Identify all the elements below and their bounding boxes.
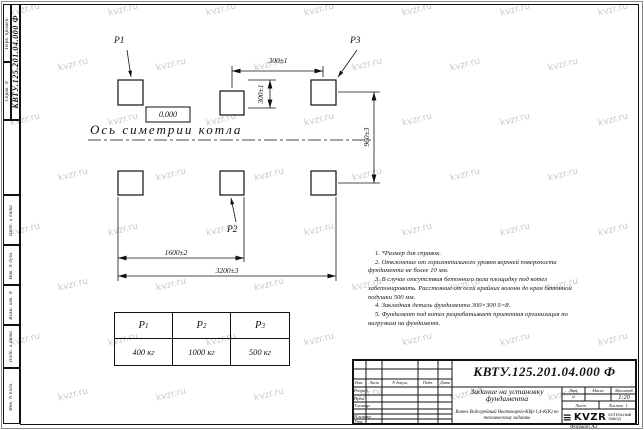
foundation-pad-p2 [219,170,245,196]
note-4: 4. Закладная деталь фундамента 300×300 S… [375,302,511,310]
title-block-doc-number: КВТУ.125.201.04.000 Ф [473,364,616,379]
scale-label: Масштаб [615,388,633,393]
foundation-pad-p1 [117,79,144,106]
margin-doc-number: КВТУ.125.201.04.000 Ф [11,15,20,109]
load-value-p1: 400 кг [115,339,173,365]
axis-of-symmetry-label: Ось симетрии котла [90,122,243,137]
note-1: 1. *Размер для справок. [375,250,441,257]
margin-box-sprav-n: Справ. N [3,62,11,120]
document-title: Задание на установку фундамента [470,386,544,403]
margin-label-podp-data-2: Подп. и дата [9,331,14,362]
company-logo-cell: ≡ KVZR КОТЕЛЬНЫЙ ЗАВОД [562,409,637,425]
margin-box-empty [3,120,20,195]
lit-value: и [572,394,575,400]
foundation-pad-p3 [310,79,337,106]
notes-block: 1. *Размер для справок. 2. Отклонение от… [368,250,572,328]
pad-label-p2: P2 [227,225,238,235]
col-ndoc: N докум. [392,380,408,385]
load-value-p3: 500 кг [248,347,272,357]
note-2: 2. Отклонение от горизонтального уровня … [368,258,557,275]
margin-box-inv-podl: Инв. N подл. [3,368,20,424]
load-p1-sub: 1 [144,321,149,330]
load-p2-base: P [196,320,203,331]
kvzr-logo-text: KVZR [573,411,607,423]
margin-box-podp-data-1: Подп. и дата [3,195,20,245]
kvzr-logo-icon: ≡ [562,410,572,424]
row-tkontr: Т.контр. [354,402,371,408]
dimension-lines [117,66,380,281]
title-block: Изм. Лист N докум. Подп. Дата Разраб. Пр… [352,359,637,425]
dim-300-horizontal: 300±1 [268,56,288,65]
sheets-label: Листов [608,402,624,408]
dim-960: 960±3 [362,127,371,147]
margin-box-vzam-inv: Взам. инв. N [3,285,20,325]
col-izm: Изм. [354,380,364,385]
col-list: Лист [369,380,379,385]
load-p1-base: P [138,320,145,331]
foundation-pad-bottom-right [310,170,337,196]
margin-box-inv-dubl: Инв. N дубл. [3,245,20,285]
margin-box-doc-number: КВТУ.125.201.04.000 Ф [11,4,20,120]
margin-label-sprav-n: Справ. N [4,80,10,102]
elevation-mark-box [145,106,191,123]
load-p3-base: P [255,320,262,331]
title-block-grid [352,359,637,425]
company-name: КОТЕЛЬНЫЙ ЗАВОД [608,412,632,421]
load-p3-sub: 3 [261,321,265,330]
note-3: 3. В случае отсутствия бетонного пола пл… [368,276,572,301]
row-utv: Утв. [354,419,364,425]
drawing-frame [20,4,639,425]
note-5: 5. Фундамент под котел разрабатывает про… [368,310,568,327]
foundation-pads [117,79,337,196]
foundation-pad-top-mid [219,90,245,116]
sheets-value: 1 [625,402,628,408]
dim-3200: 3200±3 [215,266,239,275]
elevation-mark: 0.000 [159,110,177,119]
foundation-pad-bottom-left [117,170,144,196]
dim-300-vertical: 300±1 [256,84,265,104]
load-value-p2: 1000 кг [173,339,231,365]
col-podp: Подп. [422,380,434,385]
margin-label-podp-data-1: Подп. и дата [9,204,14,236]
margin-box-podp-data-2: Подп. и дата [3,325,20,368]
margin-label-perv-primen: Перв. примен. [4,16,10,50]
dim-1600: 1600±2 [164,248,188,257]
format-label: Формат А3 [570,424,598,430]
col-data: Дата [440,380,450,385]
load-p2-sub: 2 [202,321,207,330]
leader-lines [126,49,358,223]
pad-label-p3: P3 [350,36,361,46]
pad-label-p1: P1 [114,36,125,46]
mass-label: Масса [592,388,604,393]
margin-label-inv-dubl: Инв. N дубл. [9,250,14,280]
row-nkontr: Н.контр. [354,414,372,419]
margin-label-vzam-inv: Взам. инв. N [9,290,14,320]
sheets-cell: Листов 1 [599,403,637,408]
margin-label-inv-podl: Инв. N подл. [9,381,14,411]
row-razrab: Разраб. [354,388,369,393]
sheet-label: Лист [575,402,586,408]
product-name: Котел Водогрейный Неатекарет-КВр-1,4-К(К… [455,410,559,421]
row-prov: Пров. [354,395,366,401]
scale-value: 1:20 [618,394,630,402]
lit-label: Лит. [568,388,579,393]
margin-box-perv-primen: Перв. примен. [3,4,11,62]
